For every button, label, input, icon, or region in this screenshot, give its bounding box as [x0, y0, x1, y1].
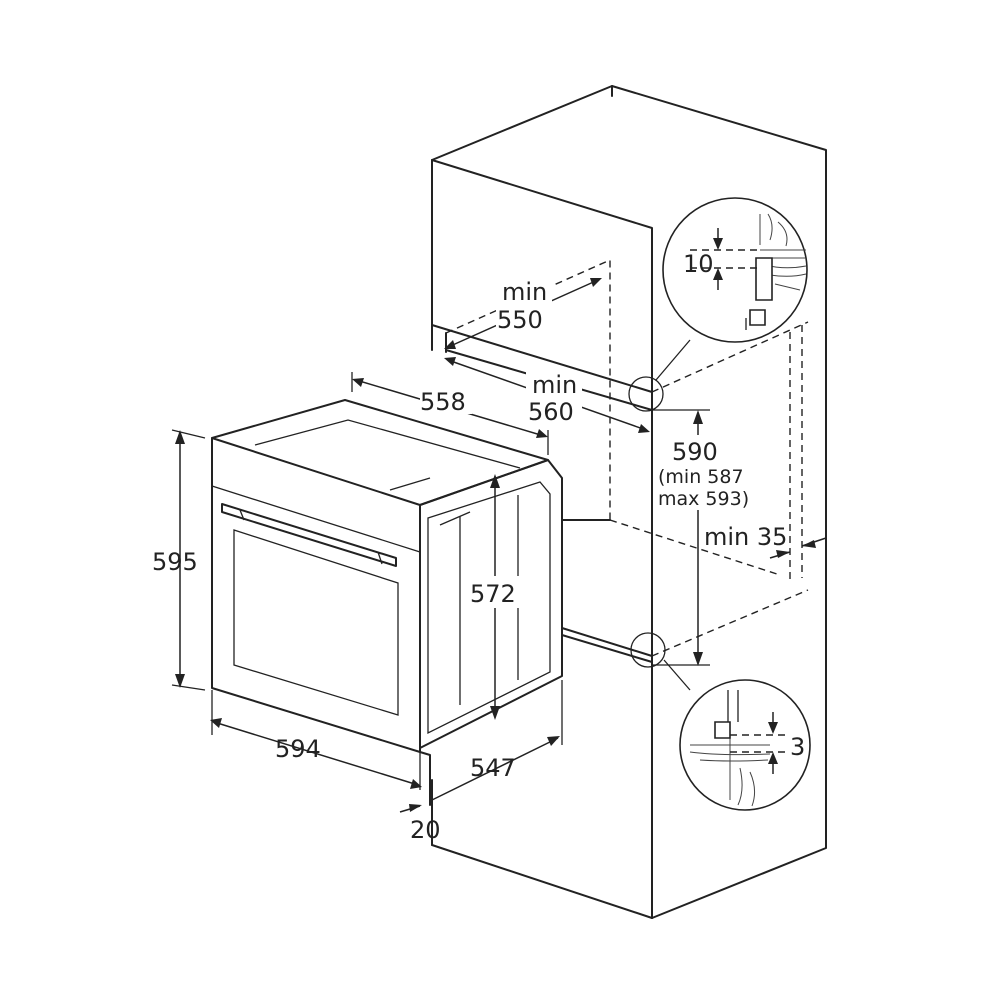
dimension-547: 547 [431, 680, 563, 801]
dimension-595: 595 [152, 429, 206, 691]
label-niche-depth-min: min [502, 278, 547, 306]
dimension-590: 590 (min 587 max 593) [652, 409, 749, 666]
dimension-572: 572 [466, 474, 520, 720]
label-inner-height: 572 [470, 580, 516, 608]
label-detail-bottom-gap: 3 [790, 733, 805, 761]
detail-bottom: 3 [630, 632, 811, 811]
dimension-min-35: min 35 [704, 523, 827, 559]
label-oven-width: 594 [275, 735, 321, 763]
dimension-558: 558 [351, 372, 549, 455]
label-niche-height: 590 [672, 438, 718, 466]
label-oven-depth: 547 [470, 754, 516, 782]
dimension-min-550: min 550 [444, 278, 602, 349]
label-niche-width-value: 560 [528, 398, 574, 426]
label-oven-height: 595 [152, 548, 198, 576]
label-niche-depth-value: 550 [497, 306, 543, 334]
label-front-thickness: 20 [410, 816, 441, 844]
label-oven-body-width: 558 [420, 388, 466, 416]
label-detail-top-gap: 10 [683, 250, 714, 278]
detail-top: 10 [628, 197, 808, 412]
dimension-min-560: min 560 [444, 357, 650, 433]
label-niche-height-min: (min 587 [658, 466, 744, 488]
cabinet [431, 85, 827, 919]
label-niche-width-min: min [532, 371, 577, 399]
label-niche-height-max: max 593) [658, 488, 749, 510]
label-vent-gap: min 35 [704, 523, 787, 551]
dimension-594: 594 [210, 690, 422, 790]
dimension-20: 20 [399, 804, 441, 844]
